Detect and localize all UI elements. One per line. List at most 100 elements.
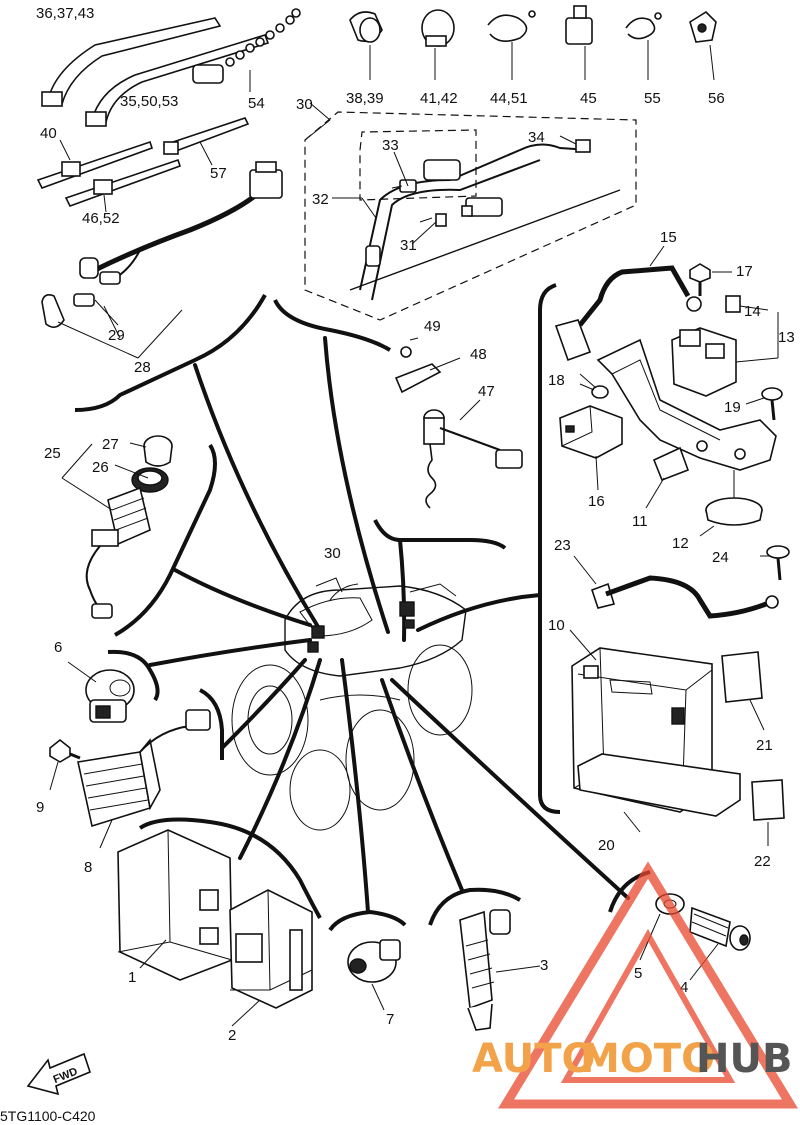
group-bracket-right	[538, 283, 561, 814]
clamp-55	[625, 12, 662, 80]
callout-48: 48	[470, 346, 487, 363]
callout-26: 26	[92, 459, 109, 476]
watermark-moto: MOTO	[580, 1036, 715, 1082]
callout-46-52: 46,52	[82, 210, 120, 227]
sensor-47	[394, 337, 523, 509]
group-bracket-switch	[114, 443, 217, 637]
callout-17: 17	[736, 263, 753, 280]
leader-line-cdi	[238, 658, 322, 860]
callout-31: 31	[400, 237, 417, 254]
callout-24: 24	[712, 549, 729, 566]
callout-20: 20	[598, 837, 615, 854]
callout-11: 11	[632, 513, 648, 530]
callout-30-center: 30	[324, 545, 341, 562]
forward-direction-arrow: FWD	[26, 1052, 91, 1096]
callout-19: 19	[724, 399, 741, 416]
callout-21: 21	[756, 737, 773, 754]
battery-lead-23	[573, 555, 779, 619]
band-40	[36, 139, 154, 189]
ignition-coil-3	[459, 909, 541, 1031]
band-46	[64, 158, 182, 213]
damper-12	[699, 470, 763, 537]
callout-44-51: 44,51	[490, 90, 528, 107]
callout-29: 29	[108, 327, 125, 344]
sub-wire-harness-30	[304, 102, 637, 321]
relay-16	[559, 405, 623, 459]
callout-55: 55	[644, 90, 661, 107]
callout-4: 4	[680, 979, 688, 996]
coupler-45	[565, 5, 593, 80]
leader-line-switch	[173, 568, 312, 627]
group-bracket-sensor6	[107, 649, 160, 702]
pad-21	[721, 651, 765, 731]
callout-16: 16	[588, 493, 605, 510]
callout-14: 14	[744, 303, 761, 320]
callout-1: 1	[128, 969, 136, 986]
bolt-19	[745, 387, 783, 421]
watermark-hub: HUB	[696, 1036, 792, 1082]
callout-3: 3	[540, 957, 548, 974]
holder-41	[421, 9, 455, 80]
battery-lead-15	[554, 245, 702, 362]
callout-6: 6	[54, 639, 62, 656]
callout-33: 33	[382, 137, 399, 154]
callout-leaders	[49, 135, 665, 1027]
callout-10: 10	[548, 617, 565, 634]
callout-57: 57	[210, 165, 227, 182]
callout-30-top: 30	[296, 96, 313, 113]
callout-12: 12	[672, 535, 689, 552]
band-57	[162, 117, 250, 166]
clamp-44	[487, 10, 536, 80]
bolt-9	[49, 738, 81, 763]
callout-54: 54	[248, 95, 265, 112]
callout-9: 9	[36, 799, 44, 816]
leader-line-rectifier	[220, 658, 307, 750]
leader-line-battery	[416, 593, 542, 632]
cable-tie-36	[41, 17, 222, 107]
callout-38-39: 38,39	[346, 90, 384, 107]
leader-line-neutral	[390, 678, 630, 900]
watermark-logo: AUTO MOTO HUB	[472, 861, 798, 1109]
clip-chain-54	[192, 8, 301, 92]
callout-41-42: 41,42	[420, 90, 458, 107]
cdi-unit-1	[117, 829, 233, 981]
group-bracket-cdi	[138, 817, 322, 919]
neutral-switch-4	[689, 906, 751, 981]
sub-harness-28	[41, 161, 283, 359]
group-bracket-ignition	[428, 887, 522, 926]
callout-32: 32	[312, 191, 329, 208]
rectifier-8	[77, 709, 211, 828]
fastener-18	[579, 383, 609, 399]
group-bracket-sensor	[373, 519, 507, 550]
switch-7	[347, 939, 401, 1011]
callout-56: 56	[708, 90, 725, 107]
leader-line-sensor6	[148, 638, 312, 667]
callout-28: 28	[134, 359, 151, 376]
callout-25: 25	[44, 445, 61, 462]
leader-line-harness	[193, 363, 322, 632]
callout-7: 7	[386, 1011, 394, 1028]
callout-35-50-53: 35,50,53	[120, 93, 178, 110]
group-bracket-sw7	[328, 909, 407, 932]
callout-47: 47	[478, 383, 495, 400]
leader-line-ignition	[380, 678, 464, 892]
starter-relay-13	[671, 295, 779, 397]
callout-5: 5	[634, 965, 642, 982]
callout-27: 27	[102, 436, 119, 453]
leader-line-sensor	[398, 538, 407, 642]
callout-40: 40	[40, 125, 57, 142]
bracket-11	[596, 338, 777, 482]
pad-22	[751, 779, 785, 846]
main-switch-25	[85, 435, 173, 619]
leader-line-sub-harness	[323, 336, 390, 634]
diagram-code: 5TG1100-C420	[0, 1108, 96, 1124]
sensor-6	[85, 669, 135, 723]
callout-23: 23	[554, 537, 571, 554]
callout-45: 45	[580, 90, 597, 107]
relay-2	[229, 889, 313, 1009]
watermark-auto: AUTO	[472, 1036, 596, 1082]
group-bracket-rectifier	[199, 688, 224, 760]
callout-34: 34	[528, 129, 545, 146]
callout-8: 8	[84, 859, 92, 876]
